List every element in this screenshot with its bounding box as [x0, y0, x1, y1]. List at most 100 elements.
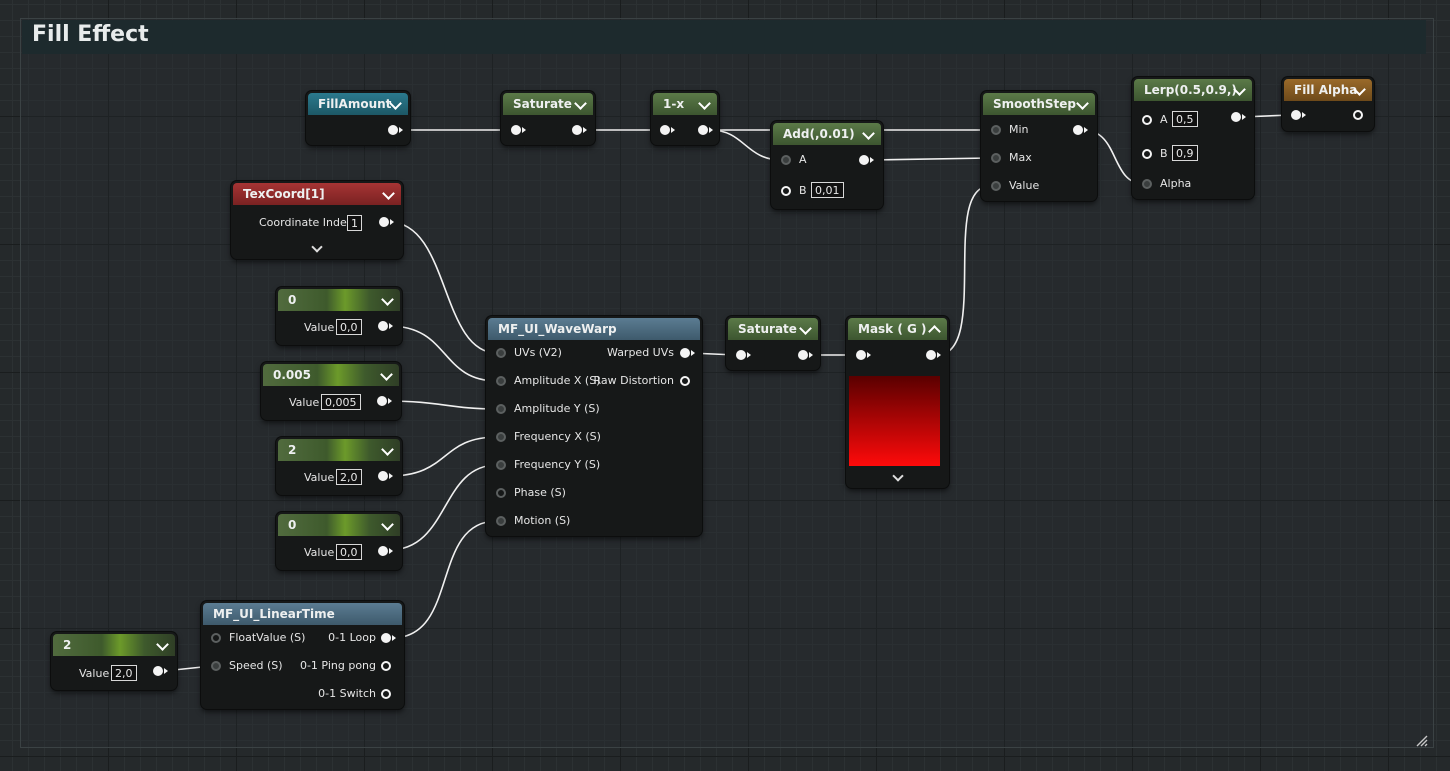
node-smoothstep[interactable]: SmoothStep Min Max Value: [981, 91, 1097, 201]
output-pin-ping-pong[interactable]: [381, 661, 391, 671]
node-wavewarp[interactable]: MF_UI_WaveWarp UVs (V2) Amplitude X (S) …: [486, 316, 702, 536]
input-pin-amplitude-y[interactable]: [496, 404, 506, 414]
input-pin-amplitude-x[interactable]: [496, 376, 506, 386]
output-pin[interactable]: [926, 350, 936, 360]
coordinate-index-field[interactable]: 1: [347, 215, 362, 231]
expand-chevron-icon[interactable]: [311, 241, 323, 253]
value-field[interactable]: 0,0: [336, 544, 362, 560]
output-pin-switch[interactable]: [381, 689, 391, 699]
node-fill-alpha[interactable]: Fill Alpha: [1282, 77, 1374, 131]
output-pin[interactable]: [798, 350, 808, 360]
value-field[interactable]: 0,005: [321, 394, 361, 410]
chevron-down-icon[interactable]: [156, 638, 169, 651]
input-pin-phase[interactable]: [496, 488, 506, 498]
input-pin-min[interactable]: [991, 125, 1001, 135]
output-pin[interactable]: [378, 471, 388, 481]
node-saturate-1-header[interactable]: Saturate: [503, 93, 593, 115]
chevron-down-icon[interactable]: [381, 443, 394, 456]
output-pin[interactable]: [859, 155, 869, 165]
output-pin[interactable]: [379, 217, 389, 227]
node-constant-header[interactable]: 2: [53, 634, 175, 656]
input-pin-b[interactable]: [781, 186, 791, 196]
node-one-minus[interactable]: 1-x: [651, 91, 719, 145]
input-pin-frequency-x[interactable]: [496, 432, 506, 442]
chevron-down-icon[interactable]: [380, 368, 393, 381]
node-wavewarp-header[interactable]: MF_UI_WaveWarp: [488, 318, 700, 340]
output-pin[interactable]: [1073, 125, 1083, 135]
input-pin-frequency-y[interactable]: [496, 460, 506, 470]
node-texcoord-header[interactable]: TexCoord[1]: [233, 183, 401, 205]
output-pin[interactable]: [153, 666, 163, 676]
a-value-field[interactable]: 0,5: [1172, 111, 1198, 127]
input-pin-a[interactable]: [781, 155, 791, 165]
output-pin[interactable]: [388, 125, 398, 135]
collapse-chevron-icon[interactable]: [892, 470, 904, 482]
value-field[interactable]: 0,0: [336, 319, 362, 335]
output-pin[interactable]: [698, 125, 708, 135]
node-constant-header[interactable]: 0: [278, 514, 400, 536]
value-field[interactable]: 2,0: [336, 469, 362, 485]
output-pin-raw-distortion[interactable]: [680, 376, 690, 386]
chevron-down-icon[interactable]: [698, 97, 711, 110]
input-pin-alpha[interactable]: [1142, 179, 1152, 189]
resize-grip-icon[interactable]: [1416, 735, 1428, 747]
chevron-down-icon[interactable]: [1076, 97, 1089, 110]
chevron-up-icon[interactable]: [928, 325, 941, 338]
input-pin[interactable]: [856, 350, 866, 360]
node-constant-header[interactable]: 0: [278, 289, 400, 311]
node-fillamount-header[interactable]: FillAmount: [308, 93, 408, 115]
node-saturate-1[interactable]: Saturate: [501, 91, 595, 145]
input-pin-floatvalue[interactable]: [211, 633, 221, 643]
chevron-down-icon[interactable]: [381, 293, 394, 306]
output-pin-loop[interactable]: [381, 633, 391, 643]
node-constant-0-a[interactable]: 0 Value 0,0: [276, 287, 402, 345]
input-pin[interactable]: [660, 125, 670, 135]
node-mask-header[interactable]: Mask ( G ): [848, 318, 947, 340]
input-pin[interactable]: [1291, 110, 1301, 120]
input-pin[interactable]: [511, 125, 521, 135]
output-pin[interactable]: [377, 396, 387, 406]
node-add[interactable]: Add(,0.01) A B 0,01: [771, 121, 883, 209]
output-pin[interactable]: [378, 546, 388, 556]
node-constant-header[interactable]: 2: [278, 439, 400, 461]
node-lerp[interactable]: Lerp(0.5,0.9,) A 0,5 B 0,9 Alpha: [1132, 77, 1254, 199]
chevron-down-icon[interactable]: [381, 518, 394, 531]
input-pin-value[interactable]: [991, 181, 1001, 191]
node-mask-g[interactable]: Mask ( G ): [846, 316, 949, 488]
node-lineartime[interactable]: MF_UI_LinearTime FloatValue (S) Speed (S…: [201, 601, 404, 709]
input-pin[interactable]: [736, 350, 746, 360]
chevron-down-icon[interactable]: [799, 322, 812, 335]
node-constant-2-a[interactable]: 2 Value 2,0: [276, 437, 402, 495]
node-constant-2-b[interactable]: 2 Value 2,0: [51, 632, 177, 690]
input-pin-motion[interactable]: [496, 516, 506, 526]
node-lineartime-header[interactable]: MF_UI_LinearTime: [203, 603, 402, 625]
node-saturate-2[interactable]: Saturate: [726, 316, 820, 370]
b-value-field[interactable]: 0,9: [1172, 145, 1198, 161]
input-pin-max[interactable]: [991, 153, 1001, 163]
chevron-down-icon[interactable]: [382, 187, 395, 200]
node-smoothstep-header[interactable]: SmoothStep: [983, 93, 1095, 115]
b-value-field[interactable]: 0,01: [811, 182, 844, 198]
node-constant-header[interactable]: 0.005: [263, 364, 399, 386]
node-constant-0-b[interactable]: 0 Value 0,0: [276, 512, 402, 570]
output-pin[interactable]: [378, 321, 388, 331]
chevron-down-icon[interactable]: [574, 97, 587, 110]
value-field[interactable]: 2,0: [111, 665, 137, 681]
input-pin-uvs[interactable]: [496, 348, 506, 358]
input-pin-b[interactable]: [1142, 149, 1152, 159]
output-pin[interactable]: [1231, 112, 1241, 122]
node-saturate-2-header[interactable]: Saturate: [728, 318, 818, 340]
input-pin-speed[interactable]: [211, 661, 221, 671]
node-lerp-header[interactable]: Lerp(0.5,0.9,): [1134, 79, 1252, 101]
node-fillamount[interactable]: FillAmount: [306, 91, 410, 145]
node-one-minus-header[interactable]: 1-x: [653, 93, 717, 115]
output-pin-warped-uvs[interactable]: [680, 348, 690, 358]
output-pin[interactable]: [1353, 110, 1363, 120]
node-add-header[interactable]: Add(,0.01): [773, 123, 881, 145]
output-pin[interactable]: [572, 125, 582, 135]
comment-header[interactable]: [22, 20, 1426, 54]
node-texcoord[interactable]: TexCoord[1] Coordinate Index 1: [231, 181, 403, 259]
input-pin-a[interactable]: [1142, 115, 1152, 125]
node-constant-0005[interactable]: 0.005 Value 0,005: [261, 362, 401, 420]
chevron-down-icon[interactable]: [862, 127, 875, 140]
